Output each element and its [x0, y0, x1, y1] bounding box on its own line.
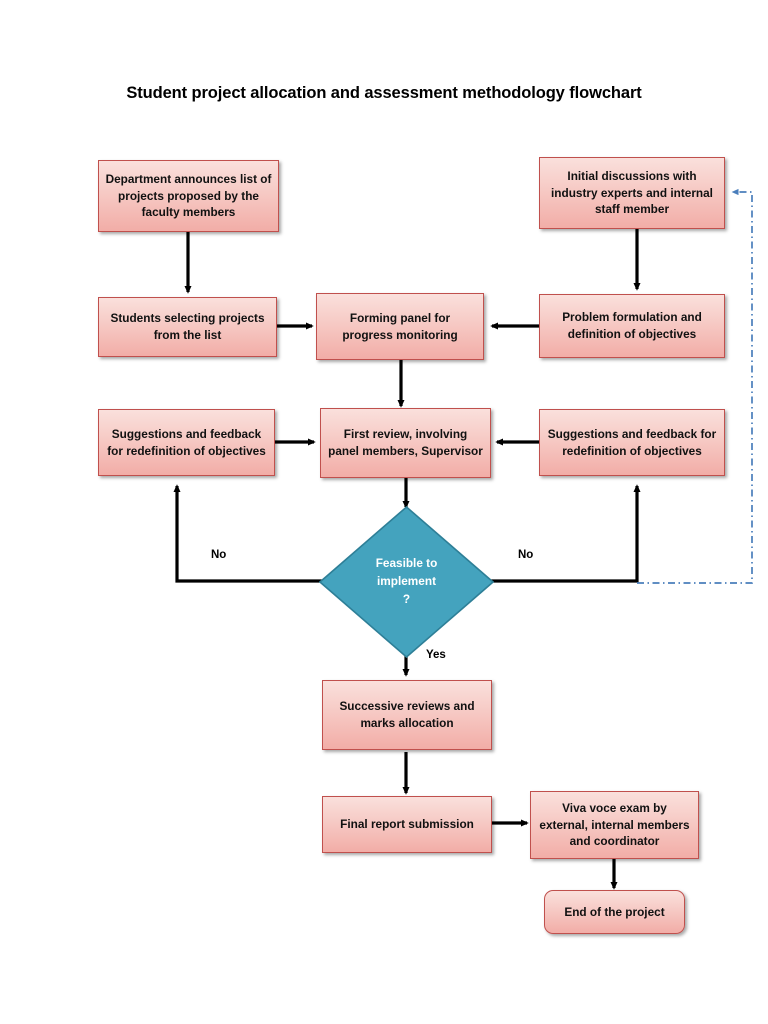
- node-label: Final report submission: [340, 817, 474, 832]
- edge-label-no-left: No: [211, 549, 227, 561]
- edge-decision-feedback-loop: [637, 188, 753, 584]
- edge-decision-no-left: [173, 484, 322, 583]
- node-students-selecting[interactable]: Students selecting projects from the lis…: [98, 297, 277, 357]
- node-label: Department announces list of projects pr…: [105, 171, 272, 220]
- node-viva-voce[interactable]: Viva voce exam by external, internal mem…: [530, 791, 699, 859]
- node-end-project[interactable]: End of the project: [544, 890, 685, 934]
- node-label: Suggestions and feedback for redefinitio…: [547, 426, 717, 458]
- node-feasible-decision[interactable]: Feasible to implement ?: [319, 506, 494, 658]
- node-label: Suggestions and feedback for redefinitio…: [107, 426, 266, 458]
- node-initial-discussions[interactable]: Initial discussions with industry expert…: [539, 157, 725, 229]
- page-title: Student project allocation and assessmen…: [126, 84, 642, 102]
- node-first-review[interactable]: First review, involving panel members, S…: [320, 408, 491, 478]
- node-department-announces[interactable]: Department announces list of projects pr…: [98, 160, 279, 232]
- node-label: Successive reviews and marks allocation: [339, 699, 475, 730]
- node-problem-formulation[interactable]: Problem formulation and definition of ob…: [539, 294, 725, 358]
- node-label: Initial discussions with industry expert…: [551, 168, 713, 217]
- diamond-shape: [319, 506, 494, 658]
- node-label: Forming panel for progress monitoring: [342, 310, 458, 342]
- node-forming-panel[interactable]: Forming panel for progress monitoring: [316, 293, 484, 360]
- edge-decision-no-right: [490, 484, 641, 583]
- edge-label-yes: Yes: [426, 649, 446, 661]
- node-successive-reviews[interactable]: Successive reviews and marks allocation: [322, 680, 492, 750]
- node-label: First review, involving panel members, S…: [328, 427, 483, 458]
- edge-label-no-right: No: [518, 549, 534, 561]
- node-label: Viva voce exam by external, internal mem…: [539, 800, 690, 849]
- node-final-report[interactable]: Final report submission: [322, 796, 492, 853]
- node-suggestions-right[interactable]: Suggestions and feedback for redefinitio…: [539, 409, 725, 476]
- node-label: Students selecting projects from the lis…: [110, 311, 265, 342]
- node-label: Problem formulation and definition of ob…: [562, 310, 702, 341]
- node-suggestions-left[interactable]: Suggestions and feedback for redefinitio…: [98, 409, 275, 476]
- node-label: End of the project: [564, 904, 665, 919]
